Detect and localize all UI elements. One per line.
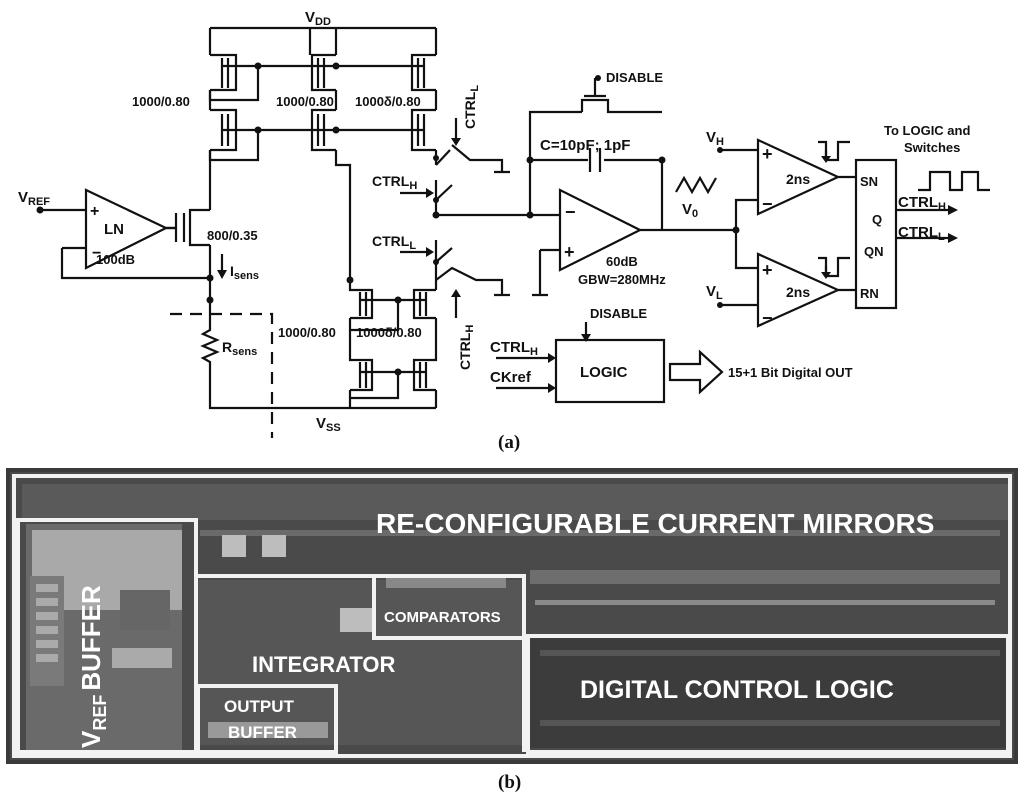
vss-label: VSS xyxy=(316,415,341,434)
ln-buffer: + − LN 100dB xyxy=(36,188,210,280)
chip-layout: RE-CONFIGURABLE CURRENT MIRRORS VREFBUFF… xyxy=(6,468,1018,764)
logic-label: LOGIC xyxy=(580,364,628,381)
size-p2: 1000/0.80 xyxy=(276,94,334,109)
svg-text:QN: QN xyxy=(864,244,884,259)
region-output-buffer xyxy=(196,684,338,754)
latch-note-1: To LOGIC and xyxy=(884,123,970,138)
layout-label-mirrors: RE-CONFIGURABLE CURRENT MIRRORS xyxy=(376,508,934,539)
svg-text:+: + xyxy=(762,260,773,280)
switch-ctrll-mid: CTRLL xyxy=(372,233,416,252)
logic-block xyxy=(496,322,724,404)
layout-label-digital: DIGITAL CONTROL LOGIC xyxy=(580,676,894,704)
size-n1: 1000/0.80 xyxy=(278,325,336,340)
region-vref-buffer xyxy=(16,518,198,754)
size-p3: 1000δ/0.80 xyxy=(355,94,421,109)
integrator-gain: 60dB xyxy=(606,254,638,269)
size-p1: 1000/0.80 xyxy=(132,94,190,109)
latch-out-h: CTRLH xyxy=(898,194,946,213)
rsens-label: Rsens xyxy=(222,339,257,358)
integrator-disable-label: DISABLE xyxy=(606,70,663,85)
size-n2: 1000δ/0.80 xyxy=(356,325,422,340)
sense-nmos xyxy=(166,208,212,300)
vh-label: VH xyxy=(706,129,724,148)
chip-boundary xyxy=(12,474,1012,758)
caption-a: (a) xyxy=(498,432,520,453)
layout-label-output-buffer: BUFFER xyxy=(228,723,297,742)
comparators: + − + − xyxy=(717,138,856,328)
ln-gain: 100dB xyxy=(96,252,135,267)
svg-text:SN: SN xyxy=(860,174,878,189)
svg-text:+: + xyxy=(564,242,575,262)
svg-text:Q: Q xyxy=(872,212,882,227)
schematic: VDD 1000/0.80 1000/0.80 1000δ/0.80 800/0… xyxy=(18,9,990,453)
switch-array xyxy=(400,118,530,318)
svg-text:RN: RN xyxy=(860,286,879,301)
logic-ckref: CKref xyxy=(490,369,532,386)
integrator: − + xyxy=(526,75,736,297)
logic-disable-label: DISABLE xyxy=(590,306,647,321)
logic-in-h: CTRLH xyxy=(490,339,538,358)
svg-text:−: − xyxy=(565,202,576,222)
size-mn: 800/0.35 xyxy=(207,228,258,243)
layout-label-output: OUTPUT xyxy=(224,697,295,716)
vdd-rail xyxy=(208,26,438,55)
latch-note-2: Switches xyxy=(904,140,960,155)
mid-branch xyxy=(334,150,438,280)
switch-ctrlh-bot: CTRLH xyxy=(457,325,476,370)
comp-delay-top: 2ns xyxy=(786,171,810,187)
vref-label: VREF xyxy=(18,189,50,208)
rsens-resistor xyxy=(200,300,436,410)
integrator-gbw: GBW=280MHz xyxy=(578,272,666,287)
v0-label: V0 xyxy=(682,201,698,220)
isens-label: Isens xyxy=(230,263,259,282)
pmos-row-2 xyxy=(208,90,438,162)
cap-label: C=10pF; 1pF xyxy=(540,137,630,154)
off-chip-boundary xyxy=(170,312,274,438)
layout-label-comparators: COMPARATORS xyxy=(384,609,501,626)
vdd-label: VDD xyxy=(305,9,331,28)
switch-ctrlh-mid: CTRLH xyxy=(372,173,417,192)
layout-label-integrator: INTEGRATOR xyxy=(252,652,396,677)
comp-delay-bot: 2ns xyxy=(786,284,810,300)
switch-ctrll-top: CTRLL xyxy=(462,85,481,129)
ln-label: LN xyxy=(104,221,124,238)
pmos-row-1 xyxy=(208,53,436,102)
region-comparators xyxy=(372,574,526,640)
latch-out-l: CTRLL xyxy=(898,224,945,243)
svg-text:−: − xyxy=(762,308,773,328)
sr-latch xyxy=(854,158,990,310)
layout-label-vref-buffer: VREFBUFFER xyxy=(76,585,110,748)
nmos-mirror xyxy=(346,276,438,408)
caption-b: (b) xyxy=(498,772,521,793)
svg-text:−: − xyxy=(92,245,101,262)
svg-text:+: + xyxy=(762,144,773,164)
svg-text:−: − xyxy=(762,194,773,214)
region-digital-logic xyxy=(526,634,1010,754)
svg-text:+: + xyxy=(90,203,99,220)
vl-label: VL xyxy=(706,283,723,302)
digital-out-label: 15+1 Bit Digital OUT xyxy=(728,365,853,380)
